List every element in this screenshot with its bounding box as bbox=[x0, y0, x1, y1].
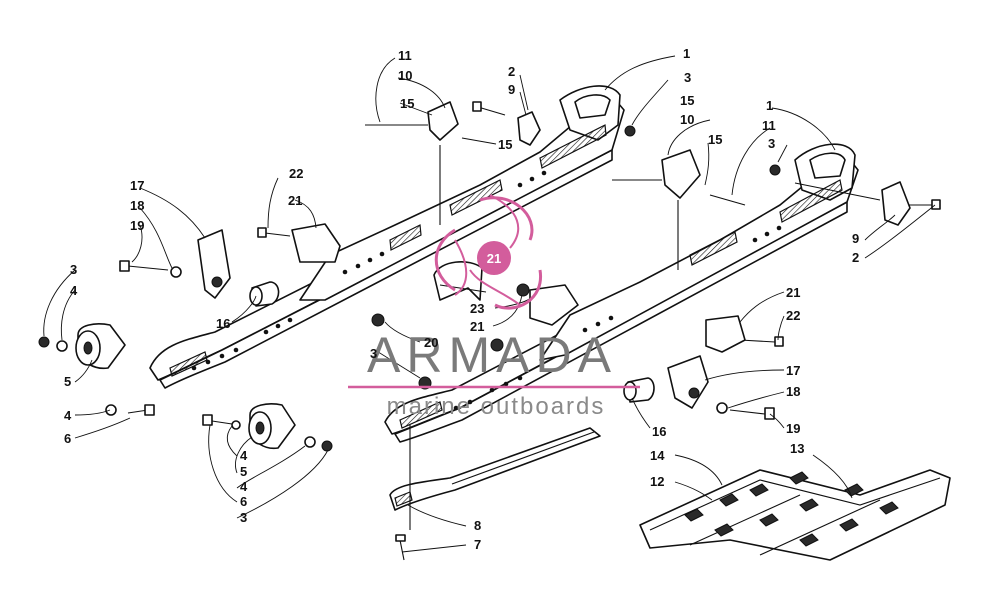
callout-label: 3 bbox=[370, 346, 377, 361]
track-section bbox=[639, 469, 951, 561]
callout-label: 19 bbox=[130, 218, 144, 233]
callout-label: 4 bbox=[64, 408, 72, 423]
watermark-title: ARMADA bbox=[367, 327, 617, 383]
callout-label: 20 bbox=[424, 335, 438, 350]
callout-label: 22 bbox=[786, 308, 800, 323]
callout-label: 15 bbox=[400, 96, 414, 111]
callout-label: 8 bbox=[474, 518, 481, 533]
callout-label: 6 bbox=[240, 494, 247, 509]
callout-label: 11 bbox=[398, 48, 412, 63]
callout-label: 15 bbox=[498, 137, 512, 152]
callout-label: 7 bbox=[474, 537, 481, 552]
callout-label: 6 bbox=[64, 431, 71, 446]
callout-label: 2 bbox=[508, 64, 515, 79]
callout-label: 10 bbox=[398, 68, 412, 83]
callout-labels: 1 2 3 9 11 10 15 15 15 10 15 1 11 3 17 1… bbox=[64, 46, 859, 552]
callout-label: 23 bbox=[470, 301, 484, 316]
callout-label: 19 bbox=[786, 421, 800, 436]
callout-label: 21 bbox=[470, 319, 484, 334]
callout-label: 3 bbox=[768, 136, 775, 151]
callout-label: 1 bbox=[766, 98, 773, 113]
callout-label: 22 bbox=[289, 166, 303, 181]
hardware-parts bbox=[38, 101, 941, 561]
callout-label: 4 bbox=[70, 283, 78, 298]
callout-label: 11 bbox=[762, 118, 776, 133]
callout-label: 3 bbox=[70, 262, 77, 277]
callout-label: 16 bbox=[652, 424, 666, 439]
callout-label: 5 bbox=[64, 374, 71, 389]
callout-label: 15 bbox=[680, 93, 694, 108]
callout-label: 10 bbox=[680, 112, 694, 127]
callout-label: 4 bbox=[240, 448, 248, 463]
callout-label: 15 bbox=[708, 132, 722, 147]
watermark-logo-badge bbox=[477, 241, 511, 275]
callout-label: 3 bbox=[240, 510, 247, 525]
callout-label: 21 bbox=[288, 193, 302, 208]
callout-label: 13 bbox=[790, 441, 804, 456]
callout-label: 2 bbox=[852, 250, 859, 265]
callout-label: 3 bbox=[684, 70, 691, 85]
callout-label: 18 bbox=[786, 384, 800, 399]
callout-label: 9 bbox=[508, 82, 515, 97]
callout-label: 16 bbox=[216, 316, 230, 331]
callout-label: 4 bbox=[240, 479, 248, 494]
callout-label: 1 bbox=[683, 46, 690, 61]
callout-label: 14 bbox=[650, 448, 665, 463]
wear-strip bbox=[389, 427, 601, 511]
callout-label: 17 bbox=[786, 363, 800, 378]
callout-label: 17 bbox=[130, 178, 144, 193]
right-slide-rail bbox=[384, 143, 859, 443]
watermark-logo-number: 21 bbox=[487, 251, 501, 266]
callout-label: 9 bbox=[852, 231, 859, 246]
watermark-logo: 21 ARMADA marine outboards bbox=[348, 194, 640, 420]
callout-label: 12 bbox=[650, 474, 664, 489]
callout-label: 18 bbox=[130, 198, 144, 213]
callout-label: 21 bbox=[786, 285, 800, 300]
watermark-subtitle: marine outboards bbox=[387, 393, 606, 420]
callout-label: 5 bbox=[240, 464, 247, 479]
leader-lines bbox=[43, 55, 936, 553]
